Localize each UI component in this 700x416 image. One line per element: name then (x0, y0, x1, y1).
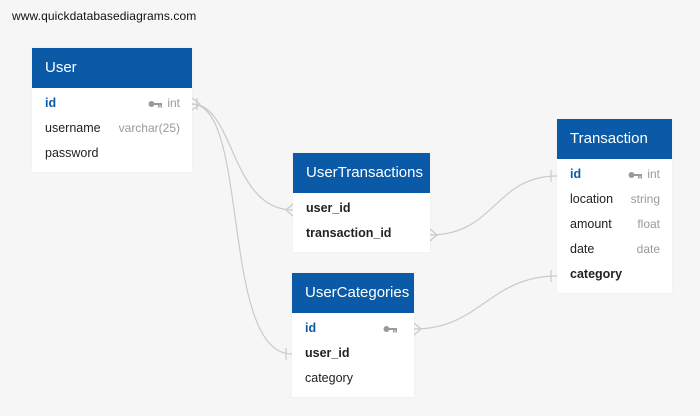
field-name: password (45, 146, 99, 160)
field-row[interactable]: username varchar(25) (32, 116, 192, 141)
watermark-text: www.quickdatabasediagrams.com (12, 9, 197, 23)
table-transaction[interactable]: Transaction id int location string amoun… (557, 119, 672, 293)
field-name: id (45, 96, 57, 110)
field-row[interactable]: password (32, 141, 192, 166)
field-name: category (305, 371, 353, 385)
crow-foot-marker (285, 203, 294, 217)
key-icon (628, 171, 643, 178)
field-row[interactable]: id int (32, 91, 192, 116)
table-header[interactable]: User (32, 48, 192, 88)
field-row[interactable]: id (292, 316, 414, 341)
field-name: user_id (305, 346, 350, 360)
field-type: float (637, 217, 660, 231)
table-header[interactable]: Transaction (557, 119, 672, 159)
crow-foot-marker (191, 97, 201, 111)
field-row[interactable]: user_id (293, 196, 430, 221)
field-name: id (570, 167, 582, 181)
field-name: date (570, 242, 595, 256)
field-name: category (570, 267, 623, 281)
field-row[interactable]: location string (557, 187, 672, 212)
relationship-transactions-transaction (429, 175, 558, 236)
table-user-transactions[interactable]: UserTransactions user_id transaction_id (293, 153, 430, 252)
key-icon (148, 100, 163, 107)
table-user-categories[interactable]: UserCategories id user_id category (292, 273, 414, 397)
relationship-categories-transaction (413, 275, 558, 330)
field-type: string (630, 192, 660, 206)
field-type: date (636, 242, 660, 256)
field-name: transaction_id (306, 226, 392, 240)
field-name: location (570, 192, 614, 206)
field-row[interactable]: id int (557, 162, 672, 187)
field-row[interactable]: transaction_id (293, 221, 430, 246)
field-type: int (167, 96, 180, 110)
field-name: username (45, 121, 101, 135)
field-row[interactable]: category (292, 366, 414, 391)
field-row[interactable]: category (557, 262, 672, 287)
crow-foot-marker (429, 228, 438, 242)
table-header[interactable]: UserCategories (292, 273, 414, 313)
field-name: user_id (306, 201, 351, 215)
field-row[interactable]: amount float (557, 212, 672, 237)
crow-foot-marker (413, 322, 422, 336)
field-row[interactable]: date date (557, 237, 672, 262)
key-icon (383, 325, 397, 332)
relationship-user-categories (191, 103, 293, 355)
field-type: int (647, 167, 660, 181)
field-name: id (305, 321, 317, 335)
table-header[interactable]: UserTransactions (293, 153, 430, 193)
table-user[interactable]: User id int username varchar(25) passwor… (32, 48, 192, 172)
relationship-user-transactions (191, 103, 294, 211)
field-name: amount (570, 217, 612, 231)
field-type: varchar(25) (118, 121, 180, 135)
field-row[interactable]: user_id (292, 341, 414, 366)
